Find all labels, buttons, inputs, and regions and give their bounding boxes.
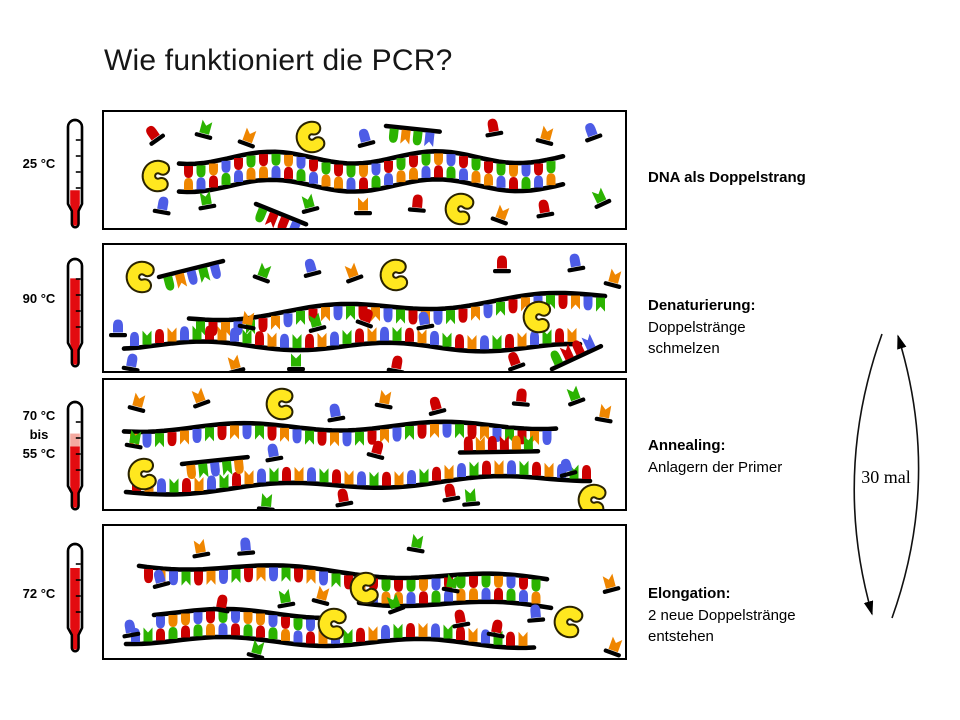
caption-denaturierung: Denaturierung: Doppelstränge schmelzen: [648, 297, 756, 357]
denaturation-illustration: [109, 253, 622, 371]
cycle-count-label: 30 mal: [861, 467, 911, 487]
panel-dna-doppelstrang: [102, 110, 627, 230]
dna-double-strand-illustration: [141, 118, 612, 228]
thermometer-tube-icon: [66, 257, 84, 368]
thermometer-70-55c: 70 °C bis 55 °C: [18, 398, 102, 518]
thermometer-tube-icon: [66, 118, 84, 229]
thermometer-72c: 72 °C: [18, 540, 102, 660]
cycle-arrow-left: [853, 333, 883, 616]
caption-dna-doppelstrang: DNA als Doppelstrang: [648, 169, 806, 186]
thermometer-25c: 25 °C: [18, 116, 102, 236]
thermometer-90c: 90 °C: [18, 255, 102, 375]
thermometer-tube-icon: [66, 542, 84, 653]
cycle-arrow-right: [891, 334, 920, 619]
temperature-label-3: 70 °C bis 55 °C: [22, 408, 56, 461]
caption-elongation: Elongation: 2 neue Doppelstränge entsteh…: [648, 585, 796, 645]
caption-annealing: Annealing: Anlagern der Primer: [648, 437, 783, 476]
temperature-label-1: 25 °C: [22, 156, 56, 171]
thermometer-tube-icon: [66, 400, 84, 511]
panel-denaturierung: [102, 243, 627, 373]
annealing-illustration: [121, 385, 613, 509]
temperature-label-4: 72 °C: [22, 586, 56, 601]
panel-annealing: [102, 378, 627, 511]
slide-title: Wie funktioniert die PCR?: [104, 44, 453, 77]
temperature-label-2: 90 °C: [22, 291, 56, 306]
panel-elongation: [102, 524, 627, 660]
elongation-illustration: [122, 533, 623, 658]
cycle-arrows: 30 mal: [853, 333, 920, 619]
